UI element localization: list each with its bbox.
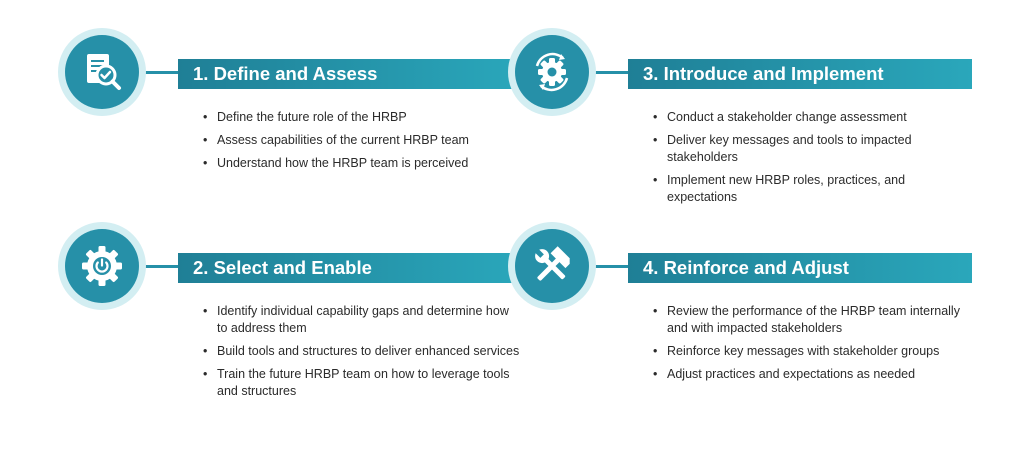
- step-introduce-and-implement: 3. Introduce and Implement Conduct a sta…: [508, 28, 978, 228]
- list-item: Deliver key messages and tools to impact…: [653, 132, 971, 166]
- step-bullets: Review the performance of the HRBP team …: [653, 303, 971, 389]
- step-bullets: Conduct a stakeholder change assessment …: [653, 109, 971, 212]
- step-icon-badge: [58, 222, 146, 310]
- step-icon-badge: [58, 28, 146, 116]
- step-title: 4. Reinforce and Adjust: [628, 253, 972, 283]
- step-title: 1. Define and Assess: [178, 59, 522, 89]
- list-item: Understand how the HRBP team is perceive…: [203, 155, 521, 172]
- gear-power-icon: [82, 246, 122, 286]
- step-bullets: Identify individual capability gaps and …: [203, 303, 521, 406]
- step-reinforce-and-adjust: 4. Reinforce and Adjust Review the perfo…: [508, 222, 978, 422]
- connector-line: [142, 71, 182, 74]
- connector-line: [592, 265, 632, 268]
- gear-cycle-icon: [535, 52, 569, 92]
- list-item: Build tools and structures to deliver en…: [203, 343, 521, 360]
- list-item: Reinforce key messages with stakeholder …: [653, 343, 971, 360]
- connector-line: [592, 71, 632, 74]
- list-item: Adjust practices and expectations as nee…: [653, 366, 971, 383]
- connector-line: [142, 265, 182, 268]
- step-select-and-enable: 2. Select and Enable Identify individual…: [58, 222, 528, 422]
- document-magnifier-icon: [87, 54, 121, 90]
- list-item: Implement new HRBP roles, practices, and…: [653, 172, 971, 206]
- list-item: Identify individual capability gaps and …: [203, 303, 521, 337]
- step-define-and-assess: 1. Define and Assess Define the future r…: [58, 28, 528, 228]
- step-icon-badge: [508, 222, 596, 310]
- list-item: Assess capabilities of the current HRBP …: [203, 132, 521, 149]
- list-item: Conduct a stakeholder change assessment: [653, 109, 971, 126]
- list-item: Define the future role of the HRBP: [203, 109, 521, 126]
- step-icon-badge: [508, 28, 596, 116]
- step-bullets: Define the future role of the HRBP Asses…: [203, 109, 521, 178]
- hammer-wrench-icon: [534, 246, 570, 281]
- list-item: Train the future HRBP team on how to lev…: [203, 366, 521, 400]
- list-item: Review the performance of the HRBP team …: [653, 303, 971, 337]
- step-title: 2. Select and Enable: [178, 253, 522, 283]
- step-title: 3. Introduce and Implement: [628, 59, 972, 89]
